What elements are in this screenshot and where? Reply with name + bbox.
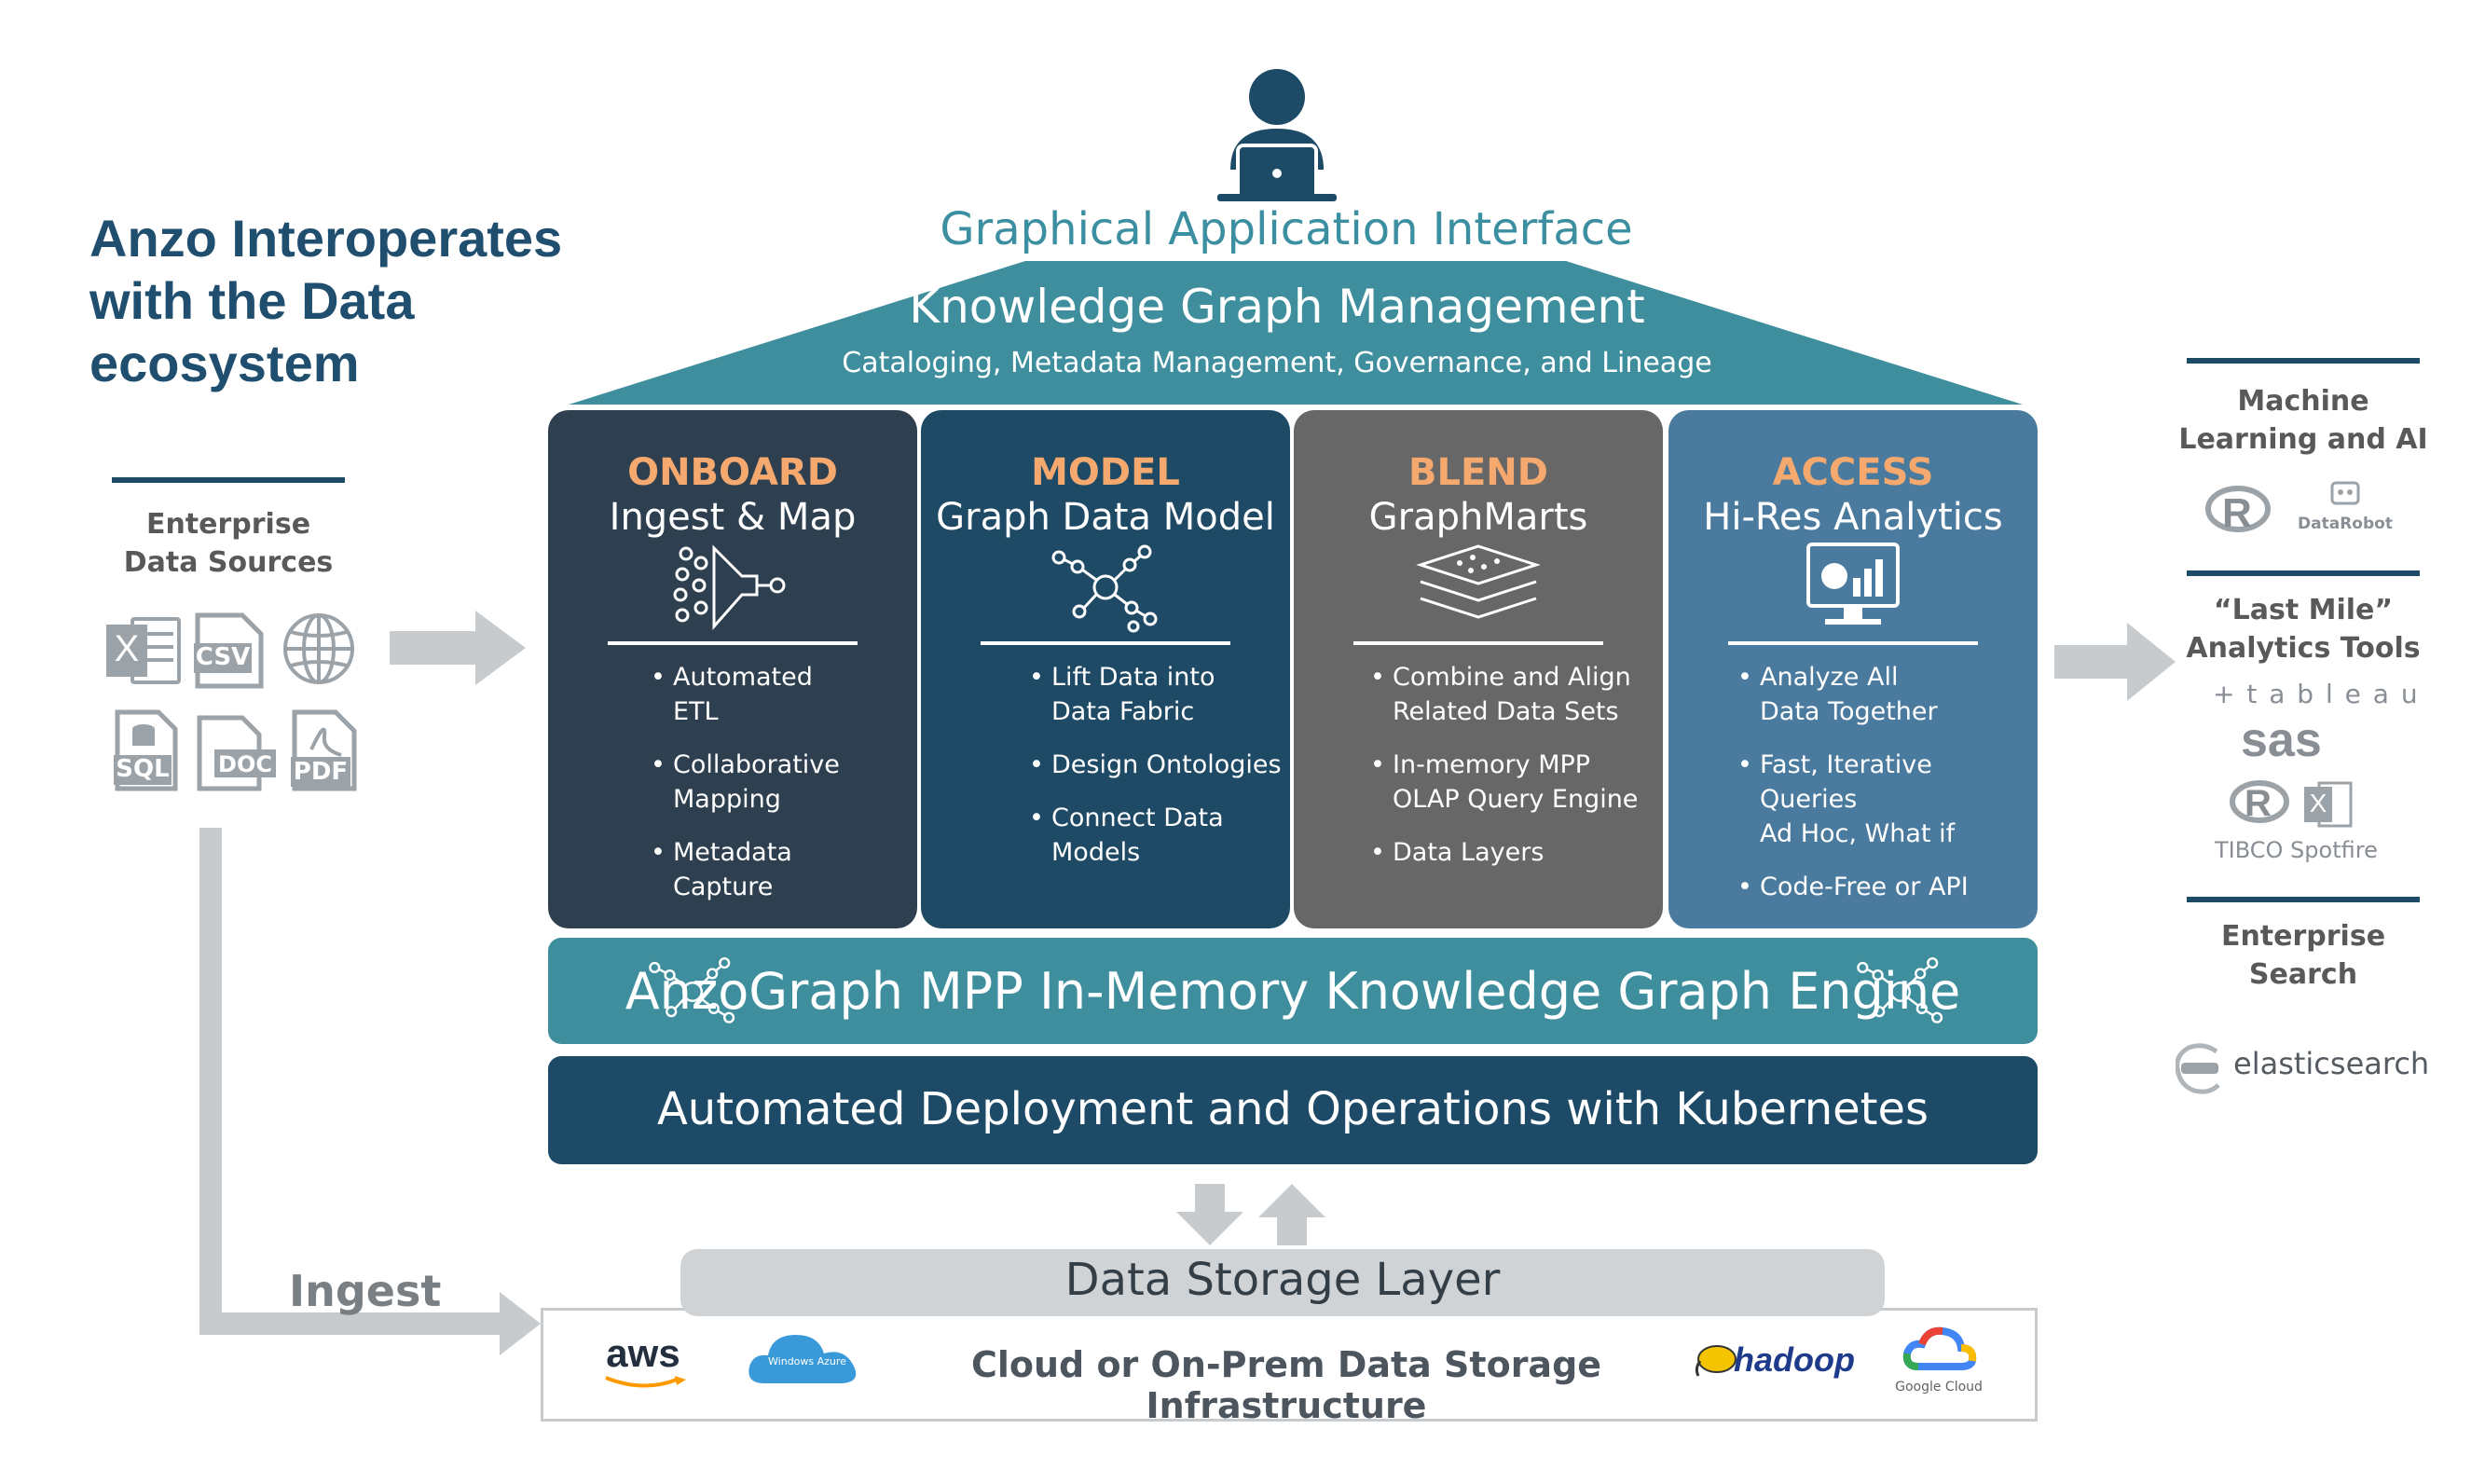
tableau-logo: + t a b l e a u bbox=[2213, 679, 2420, 709]
tibco-spotfire-logo: TIBCO Spotfire bbox=[2215, 837, 2378, 863]
doc-file-icon: DOC bbox=[196, 708, 280, 792]
elephant-icon bbox=[1695, 1345, 1737, 1377]
graph-network-icon bbox=[1051, 544, 1158, 633]
kgm-subtitle: Cataloging, Metadata Management, Governa… bbox=[842, 347, 1712, 379]
elasticsearch-icon bbox=[2176, 1043, 2220, 1094]
deploy-label: Automated Deployment and Operations with… bbox=[656, 1083, 1929, 1135]
r-logo: R bbox=[2230, 779, 2289, 830]
column-divider bbox=[981, 641, 1230, 645]
elasticsearch-logo: elasticsearch bbox=[2233, 1046, 2430, 1081]
kgm-title: Knowledge Graph Management bbox=[909, 280, 1645, 334]
divider bbox=[112, 477, 345, 483]
robot-icon bbox=[2330, 481, 2360, 505]
roof-banner bbox=[569, 261, 2023, 405]
column-divider bbox=[608, 641, 858, 645]
csv-file-icon: CSV bbox=[192, 611, 267, 690]
sas-logo: sas bbox=[2241, 713, 2322, 767]
storage-layer-bar bbox=[680, 1249, 1885, 1316]
divider bbox=[2187, 570, 2420, 576]
column-sub: Ingest & Map bbox=[609, 496, 857, 539]
right-arrow-icon bbox=[390, 611, 526, 685]
aws-logo: aws bbox=[597, 1331, 690, 1395]
google-cloud-logo: Google Cloud bbox=[1892, 1324, 1985, 1395]
r-logo: R bbox=[2205, 485, 2271, 541]
column-sub: GraphMarts bbox=[1368, 496, 1588, 539]
pdf-file-icon: PDF bbox=[289, 708, 360, 792]
page-title: Anzo Interoperates with the Data ecosyst… bbox=[89, 209, 563, 392]
engine-label: AnzoGraph MPP In-Memory Knowledge Graph … bbox=[625, 962, 1961, 1021]
engine-bar bbox=[548, 938, 2038, 1044]
divider bbox=[2187, 358, 2420, 364]
gai-label: Graphical Application Interface bbox=[940, 203, 1633, 255]
cloud-icon bbox=[748, 1335, 857, 1383]
column-blend: BLEND GraphMarts Combine and AlignRelate… bbox=[1294, 410, 1663, 928]
list-item: Code-Free or API bbox=[1737, 870, 1969, 904]
funnel-icon bbox=[673, 544, 786, 630]
column-divider bbox=[1353, 641, 1603, 645]
aws-smile-icon bbox=[605, 1376, 686, 1388]
column-access: ACCESS Hi-Res Analytics Analyze AllData … bbox=[1668, 410, 2038, 928]
layers-icon bbox=[1416, 544, 1541, 619]
azure-logo: Windows Azure bbox=[746, 1327, 863, 1389]
ingest-arrow-icon bbox=[199, 828, 541, 1355]
datarobot-logo: DataRobot bbox=[2289, 477, 2401, 533]
column-sub: Hi-Res Analytics bbox=[1703, 496, 2003, 539]
graph-network-icon bbox=[649, 956, 735, 1024]
column-divider bbox=[1728, 641, 1978, 645]
storage-layer-label: Data Storage Layer bbox=[1064, 1254, 1501, 1306]
ingest-label: Ingest bbox=[289, 1266, 442, 1316]
google-cloud-icon bbox=[1902, 1326, 1977, 1370]
list-item: Design Ontologies bbox=[1029, 748, 1282, 782]
list-item: Data Layers bbox=[1370, 835, 1638, 870]
excel-file-icon: X bbox=[104, 613, 183, 688]
column-head: MODEL bbox=[1031, 451, 1180, 494]
divider bbox=[2187, 897, 2420, 902]
excel-icon: X bbox=[2302, 779, 2355, 830]
last-mile-label: “Last Mile”Analytics Tools bbox=[2186, 594, 2421, 665]
column-model: MODEL Graph Data Model Lift Data intoDat… bbox=[921, 410, 1290, 928]
column-head: BLEND bbox=[1408, 451, 1548, 494]
deploy-bar bbox=[548, 1056, 2038, 1164]
globe-icon bbox=[283, 613, 354, 684]
sql-file-icon: SQL bbox=[110, 708, 181, 792]
column-sub: Graph Data Model bbox=[936, 496, 1275, 539]
infrastructure-label: Cloud or On-Prem Data Storage Infrastruc… bbox=[970, 1344, 1602, 1426]
right-arrow-icon bbox=[2054, 623, 2176, 701]
column-head: ACCESS bbox=[1772, 451, 1934, 494]
column-head: ONBOARD bbox=[627, 451, 838, 494]
graph-network-icon bbox=[1857, 956, 1943, 1024]
up-down-arrows-icon bbox=[1176, 1184, 1325, 1245]
monitor-chart-icon bbox=[1806, 543, 1900, 625]
user-laptop-icon bbox=[1217, 69, 1337, 203]
